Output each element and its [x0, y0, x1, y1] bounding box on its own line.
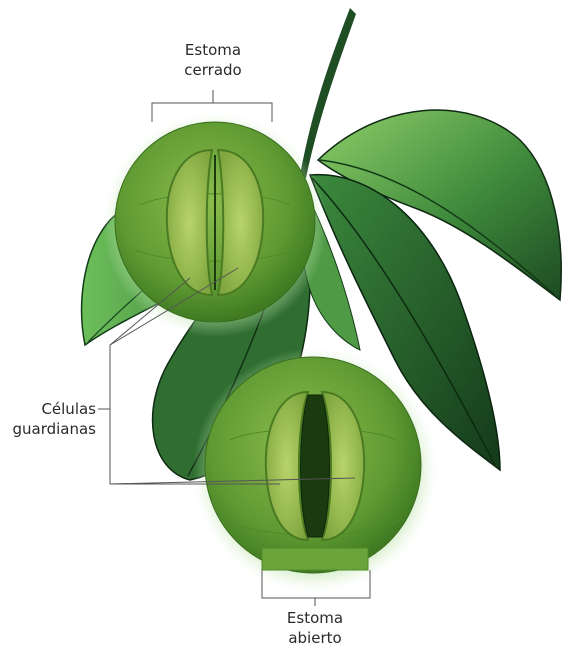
label-closed-stoma-line2: cerrado: [168, 60, 258, 80]
label-closed-stoma: Estoma cerrado: [168, 40, 258, 80]
label-guard-cells: Células guardianas: [0, 399, 96, 439]
closed-stoma-view: [103, 113, 327, 337]
open-stoma-view: [193, 348, 437, 592]
label-closed-stoma-line1: Estoma: [168, 40, 258, 60]
label-guard-cells-line1: Células: [0, 399, 96, 419]
label-open-stoma: Estoma abierto: [270, 608, 360, 648]
label-open-stoma-line1: Estoma: [270, 608, 360, 628]
label-open-stoma-line2: abierto: [270, 628, 360, 648]
label-guard-cells-line2: guardianas: [0, 419, 96, 439]
pore-open: [301, 395, 330, 537]
